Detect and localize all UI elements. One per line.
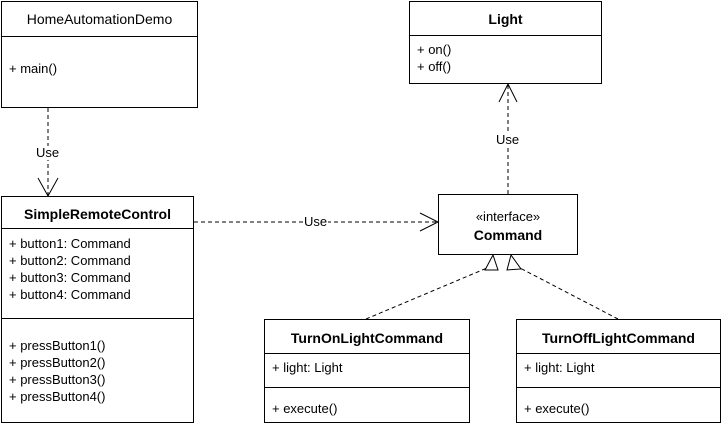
- edge-label-command-to-light: Use: [495, 132, 521, 147]
- attribute-item: + button2: Command: [9, 253, 131, 268]
- class-divider: [517, 353, 720, 354]
- operations-list: + pressButton1() + pressButton2() + pres…: [9, 337, 105, 405]
- class-divider: [265, 387, 469, 388]
- edge-label-demo-to-remote: Use: [35, 145, 61, 160]
- class-name: SimpleRemoteControl: [23, 206, 171, 222]
- edge-turnon-realizes-command: [365, 253, 499, 320]
- class-name: Light: [488, 11, 523, 27]
- edge-command-to-light: [498, 82, 518, 194]
- class-name: Command: [473, 227, 543, 243]
- operations-list: + on() + off(): [417, 41, 451, 75]
- attribute-item: + button4: Command: [9, 287, 131, 302]
- class-divider: [2, 36, 197, 37]
- operation-item: + pressButton2(): [9, 355, 106, 370]
- attribute-item: + button1: Command: [9, 236, 131, 251]
- attributes-list: + light: Light: [524, 359, 594, 376]
- operations-list: + execute(): [524, 400, 589, 417]
- class-turn-on-light-command[interactable]: TurnOnLightCommand + light: Light + exec…: [264, 319, 470, 423]
- edge-turnoff-realizes-command: [506, 253, 619, 320]
- class-simple-remote-control[interactable]: SimpleRemoteControl + button1: Command +…: [1, 196, 194, 423]
- class-divider: [410, 35, 601, 36]
- class-turn-off-light-command[interactable]: TurnOffLightCommand + light: Light + exe…: [516, 319, 721, 423]
- class-divider: [2, 228, 193, 229]
- class-divider: [517, 387, 720, 388]
- class-light[interactable]: Light + on() + off(): [409, 1, 602, 84]
- operation-item: + pressButton3(): [9, 372, 106, 387]
- operation-item: + execute(): [524, 401, 590, 416]
- class-name: TurnOnLightCommand: [290, 330, 444, 346]
- class-name: TurnOffLightCommand: [542, 330, 695, 346]
- attribute-item: + light: Light: [272, 360, 343, 375]
- operations-list: + main(): [9, 60, 57, 77]
- attributes-list: + button1: Command + button2: Command + …: [9, 235, 131, 303]
- operation-item: + main(): [9, 61, 58, 76]
- operation-item: + pressButton1(): [9, 338, 106, 353]
- attribute-item: + button3: Command: [9, 270, 131, 285]
- attribute-item: + light: Light: [524, 360, 595, 375]
- edge-label-remote-to-command: Use: [303, 214, 329, 229]
- class-divider: [265, 353, 469, 354]
- class-home-automation-demo[interactable]: HomeAutomationDemo + main(): [1, 1, 198, 108]
- class-divider: [2, 318, 193, 319]
- class-name: HomeAutomationDemo: [26, 11, 173, 27]
- interface-stereotype: «interface»: [475, 209, 541, 224]
- operation-item: + on(): [417, 42, 452, 57]
- operations-list: + execute(): [272, 400, 337, 417]
- interface-command[interactable]: «interface» Command: [438, 194, 578, 255]
- operation-item: + off(): [417, 59, 452, 74]
- operation-item: + pressButton4(): [9, 389, 106, 404]
- operation-item: + execute(): [272, 401, 338, 416]
- attributes-list: + light: Light: [272, 359, 342, 376]
